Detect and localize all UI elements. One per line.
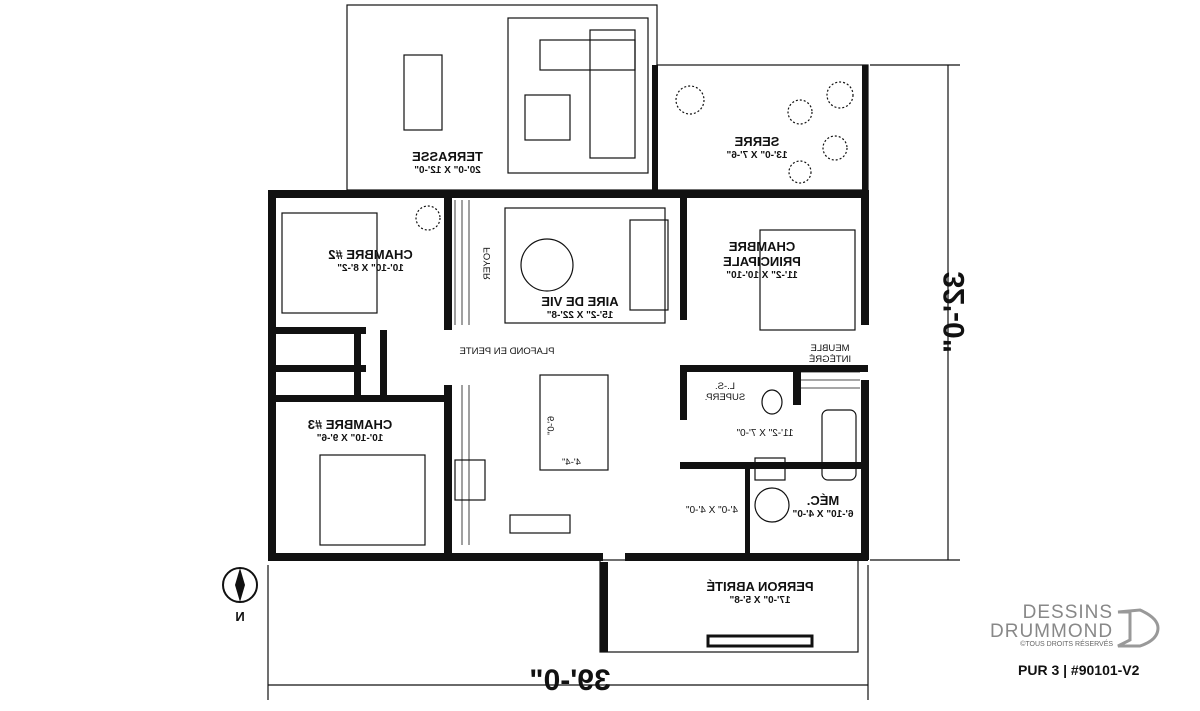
room-placard-dim: 4'-0" X 4'-0": [685, 505, 739, 516]
island-width: 6'-0": [546, 416, 557, 435]
room-mec: MÉC.6'-10" X 4'-0": [788, 493, 858, 520]
ls-line: SUPERP.: [704, 391, 746, 403]
room-name: CHAMBRE: [728, 239, 796, 254]
walls: [268, 65, 869, 652]
living-sofa: [629, 219, 669, 311]
room-name: PRINCIPALE: [723, 253, 801, 269]
plan-code: PUR 3 | #90101-V2: [1018, 662, 1140, 678]
room-name: AIRE DE VIE: [541, 294, 619, 309]
north-arrow-icon: [222, 567, 258, 603]
depth-dimension: 32'-0": [937, 271, 971, 353]
room-dim: 17'-0" X 5'-8": [729, 594, 791, 606]
brand-line1: DESSINS: [1022, 602, 1114, 623]
serre-outline: [656, 64, 869, 191]
room-dim: 10'-10" X 9'-6": [316, 432, 384, 444]
island: [539, 374, 609, 471]
room-dim: 11'-2" X 10'-10": [726, 269, 798, 281]
bed-chambre2: [281, 212, 378, 314]
foyer-label: FOYER: [481, 247, 493, 280]
terrace-outline: [346, 4, 658, 191]
room-dim: 20'-0" X 12'-0": [414, 164, 481, 176]
room-name: TERRASSE: [412, 149, 483, 164]
width-dimension: 39'-0": [529, 664, 611, 697]
north-label: N: [235, 609, 245, 624]
water-heater: [754, 487, 790, 523]
room-dim: 15'-2" X 22'-8": [546, 309, 614, 321]
bathtub: [821, 409, 857, 481]
toilet: [761, 389, 783, 415]
room-dim: 6'-10" X 4'-0": [792, 508, 854, 520]
fire-table: [524, 94, 571, 141]
brand-copyright: ©TOUS DROITS RÉSERVÉS: [1020, 641, 1114, 648]
meuble-line: INTÉGRÉ: [808, 353, 852, 365]
room-name: MÉC.: [806, 493, 840, 508]
dining-table: [520, 238, 574, 292]
outdoor-table: [403, 54, 443, 131]
ls-label: L.-S.SUPERP.: [700, 381, 750, 404]
room-name: PERRON ABRITÉ: [706, 579, 814, 594]
plafond-label: PLAFOND EN PENTE: [459, 346, 555, 357]
bed-principale: [759, 229, 856, 331]
room-name: SERRE: [734, 134, 780, 149]
island-depth: 4'-4": [562, 457, 581, 468]
brand-logo: DESSINS DRUMMOND ©TOUS DROITS RÉSERVÉS: [990, 603, 1113, 648]
brand-line2: DRUMMOND: [990, 621, 1114, 642]
room-dim: 13'-0" X 7'-6": [726, 149, 788, 161]
room-name: CHAMBRE #3: [307, 417, 393, 432]
bed-chambre3: [319, 454, 426, 546]
logo-mark: [1117, 608, 1160, 648]
sofa: [589, 29, 636, 159]
room-dim: 10'-10" X 8'-2": [337, 262, 404, 274]
room-sdb-dim: 11'-2" X 7'-0": [736, 428, 794, 439]
room-name: CHAMBRE #2: [328, 247, 413, 262]
